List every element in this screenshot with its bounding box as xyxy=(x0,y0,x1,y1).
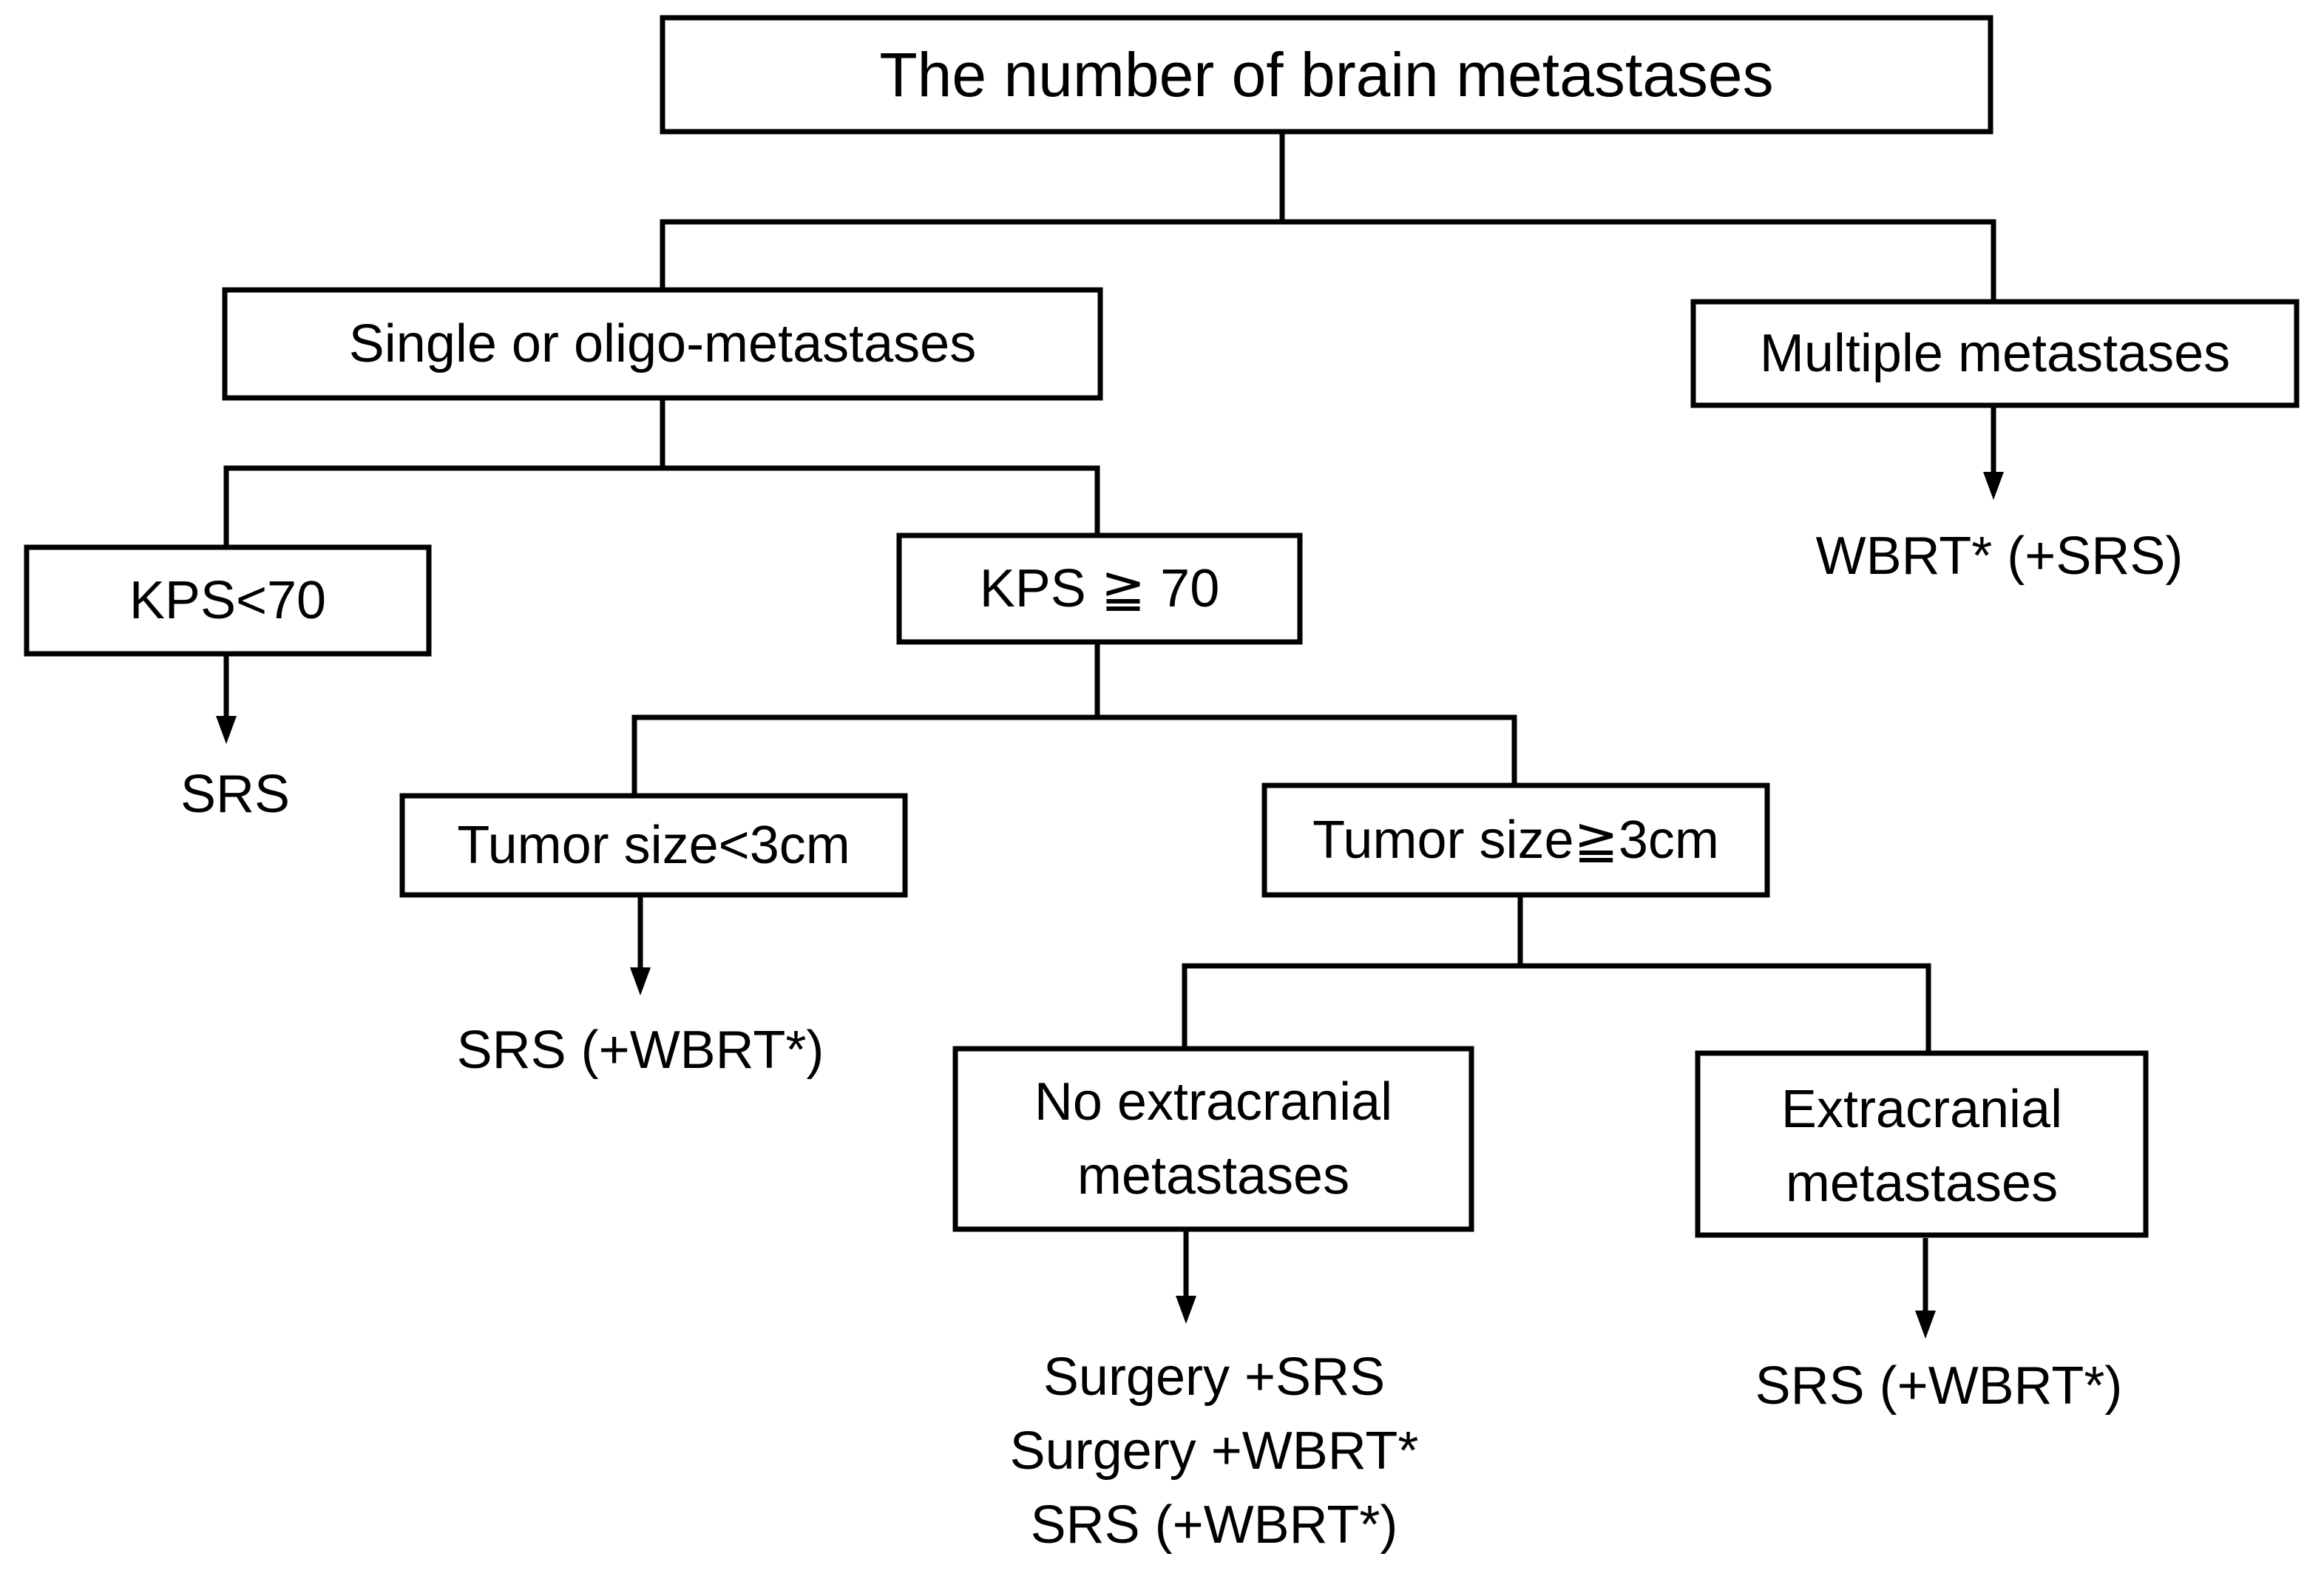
node-single-oligo: Single or oligo-metastases xyxy=(222,287,1103,401)
arrow-size-small xyxy=(630,895,651,995)
node-extracranial-label-line2: metastases xyxy=(1786,1154,2058,1213)
node-multiple: Multiple metastases xyxy=(1690,299,2300,408)
connector-lines xyxy=(223,129,1996,1056)
node-no-extracranial: No extracranial metastases xyxy=(952,1046,1474,1232)
outcome-no-extracranial-line2: Surgery +WBRT* xyxy=(1010,1421,1419,1481)
arrow-no-extra xyxy=(1176,1229,1196,1324)
node-no-extracranial-label-line1: No extracranial xyxy=(1034,1072,1392,1132)
arrow-multiple xyxy=(1983,405,2004,500)
arrow-kps-low xyxy=(216,654,237,744)
connector-kps-high xyxy=(631,639,1517,799)
connector-size-large xyxy=(1182,892,1931,1056)
node-extracranial: Extracranial metastases xyxy=(1695,1050,2149,1238)
outcome-kps-low: SRS xyxy=(180,765,290,824)
node-single-oligo-label: Single or oligo-metastases xyxy=(349,314,976,373)
outcome-no-extracranial-line3: SRS (+WBRT*) xyxy=(1031,1495,1398,1555)
outcome-no-extracranial-line1: Surgery +SRS xyxy=(1043,1348,1385,1407)
node-multiple-label: Multiple metastases xyxy=(1760,324,2230,383)
node-size-small-label: Tumor size<3cm xyxy=(457,816,850,875)
connector-root xyxy=(660,129,1996,305)
node-kps-high-label: KPS ≧ 70 xyxy=(980,559,1220,618)
arrow-extra xyxy=(1915,1238,1936,1339)
node-no-extracranial-label-line2: metastases xyxy=(1077,1146,1349,1206)
connector-single xyxy=(223,395,1100,550)
node-kps-low-label: KPS<70 xyxy=(129,571,326,630)
node-size-large-label: Tumor size≧3cm xyxy=(1312,811,1719,870)
node-size-large: Tumor size≧3cm xyxy=(1261,782,1770,898)
node-root: The number of brain metastases xyxy=(660,15,1993,135)
node-kps-high: KPS ≧ 70 xyxy=(896,532,1303,645)
outcome-no-extracranial: Surgery +SRS Surgery +WBRT* SRS (+WBRT*) xyxy=(1010,1348,1419,1555)
node-kps-low: KPS<70 xyxy=(24,544,432,657)
outcome-multiple: WBRT* (+SRS) xyxy=(1816,527,2184,586)
node-size-small: Tumor size<3cm xyxy=(399,793,908,898)
outcome-extracranial: SRS (+WBRT*) xyxy=(1755,1356,2123,1416)
node-extracranial-label-line1: Extracranial xyxy=(1781,1080,2062,1139)
outcome-arrows xyxy=(216,405,2004,1339)
outcome-size-small: SRS (+WBRT*) xyxy=(457,1021,824,1080)
node-root-label: The number of brain metastases xyxy=(879,40,1773,109)
